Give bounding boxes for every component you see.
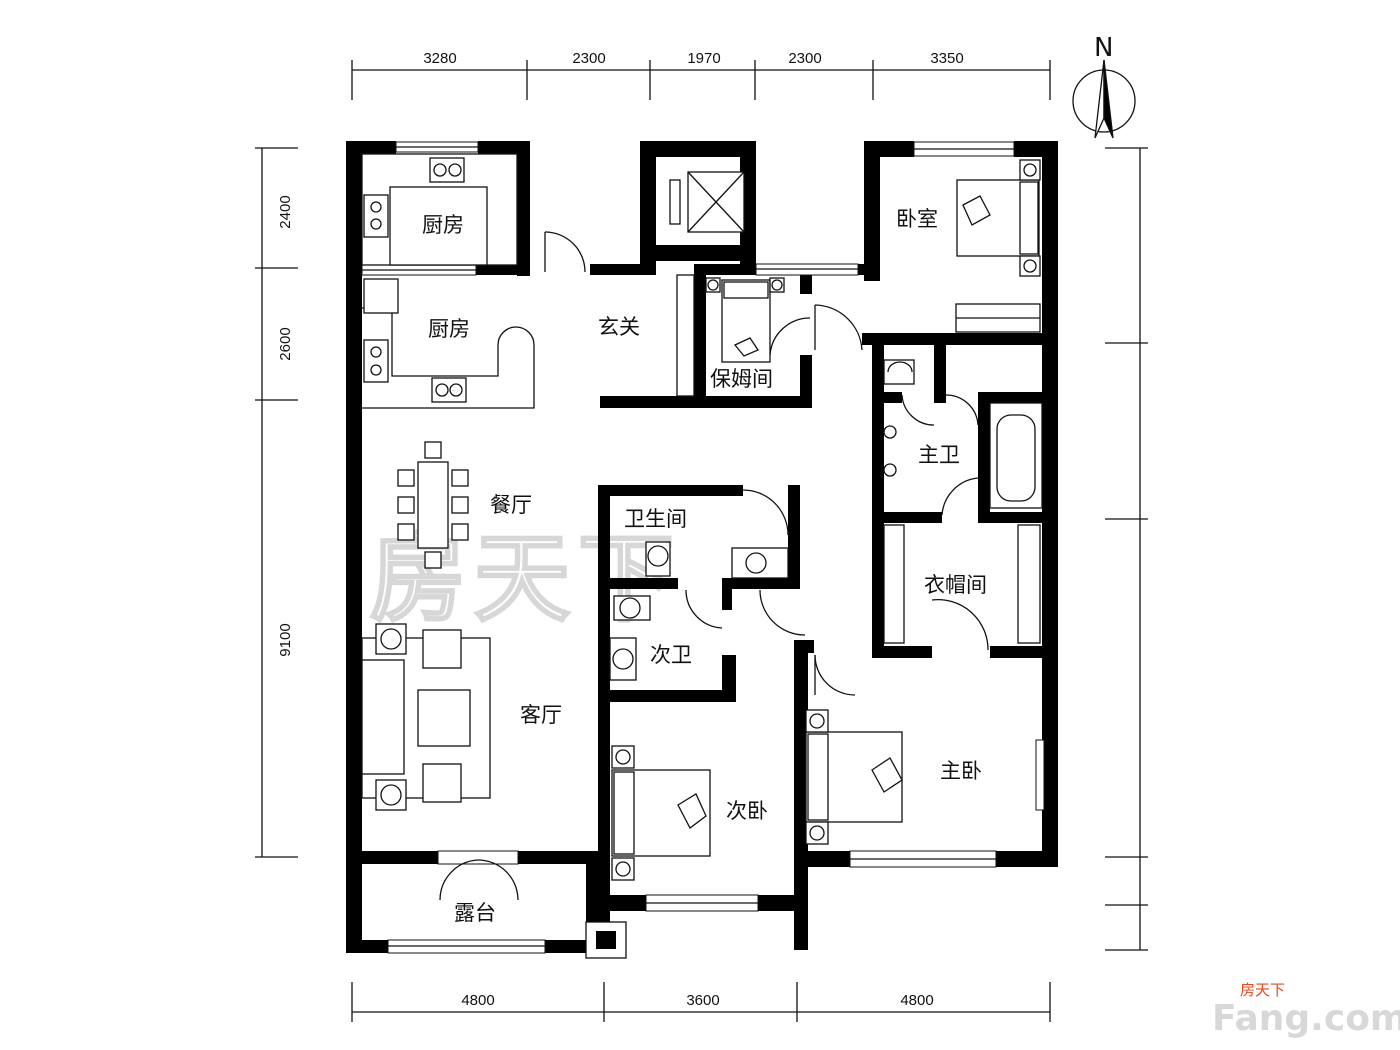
- left-dim-3: 9100: [277, 623, 294, 656]
- label-kitchen-upper: 厨房: [422, 213, 464, 237]
- bottom-dim-3: 4800: [900, 992, 933, 1009]
- label-cloakroom: 衣帽间: [924, 573, 987, 597]
- left-dimension-line: 2400 2600 9100: [255, 147, 298, 858]
- top-dim-5: 3350: [930, 50, 963, 67]
- nanny-bed: [705, 277, 785, 363]
- second-bath-fixtures: [609, 595, 651, 681]
- label-master-bedroom: 主卧: [940, 759, 982, 783]
- bottom-dim-2: 3600: [686, 992, 719, 1009]
- top-dim-4: 2300: [788, 50, 821, 67]
- dining-table: [397, 441, 469, 569]
- living-sofa-set: [361, 623, 491, 811]
- doors: [439, 231, 989, 901]
- left-dim-2: 2600: [277, 327, 294, 360]
- left-dim-1: 2400: [277, 195, 294, 228]
- compass-icon: N: [1072, 33, 1136, 139]
- label-living-room: 客厅: [520, 703, 562, 727]
- kitchen-upper-fixtures: [361, 153, 518, 266]
- label-second-bedroom: 次卧: [726, 799, 768, 823]
- bottom-dimension-line: 4800 3600 4800: [351, 982, 1051, 1022]
- label-kitchen-lower: 厨房: [428, 317, 470, 341]
- bottom-dim-1: 4800: [461, 992, 494, 1009]
- terrace-column: [585, 921, 627, 959]
- label-bedroom: 卧室: [896, 207, 938, 231]
- label-dining-room: 餐厅: [490, 493, 532, 517]
- top-dim-3: 1970: [687, 50, 720, 67]
- bedroom-ne-bed: [955, 159, 1041, 333]
- top-dim-2: 2300: [572, 50, 605, 67]
- label-master-bath: 主卫: [918, 443, 960, 467]
- logo-text-en: Fang.com: [1212, 998, 1400, 1039]
- top-dimension-line: 3280 2300 1970 2300 3350: [351, 50, 1051, 100]
- kitchen-lower-fixtures: [362, 278, 535, 409]
- cloakroom-racks: [883, 524, 1041, 644]
- master-bath-fixtures: [883, 359, 1043, 509]
- master-bed: [805, 709, 903, 845]
- label-terrace: 露台: [454, 901, 496, 925]
- second-bed: [611, 745, 711, 881]
- washroom-fixtures: [645, 541, 789, 579]
- fang-logo: 房天下 Fang.com: [1212, 981, 1400, 1039]
- elevator-icon: [669, 171, 745, 233]
- compass-north-label: N: [1094, 33, 1113, 63]
- room-labels: 厨房 厨房 玄关 保姆间 卧室 主卫 餐厅 卫生间 衣帽间 客厅 次卫 主卧 次…: [422, 207, 987, 925]
- label-washroom: 卫生间: [624, 507, 687, 531]
- label-foyer: 玄关: [598, 315, 640, 339]
- logo-text-cn: 房天下: [1240, 981, 1285, 999]
- walls: [346, 141, 1058, 955]
- label-second-bath: 次卫: [650, 643, 692, 667]
- top-dim-1: 3280: [423, 50, 456, 67]
- label-nanny-room: 保姆间: [710, 367, 773, 391]
- windows: [361, 141, 1045, 954]
- right-dimension-line: [1105, 147, 1148, 951]
